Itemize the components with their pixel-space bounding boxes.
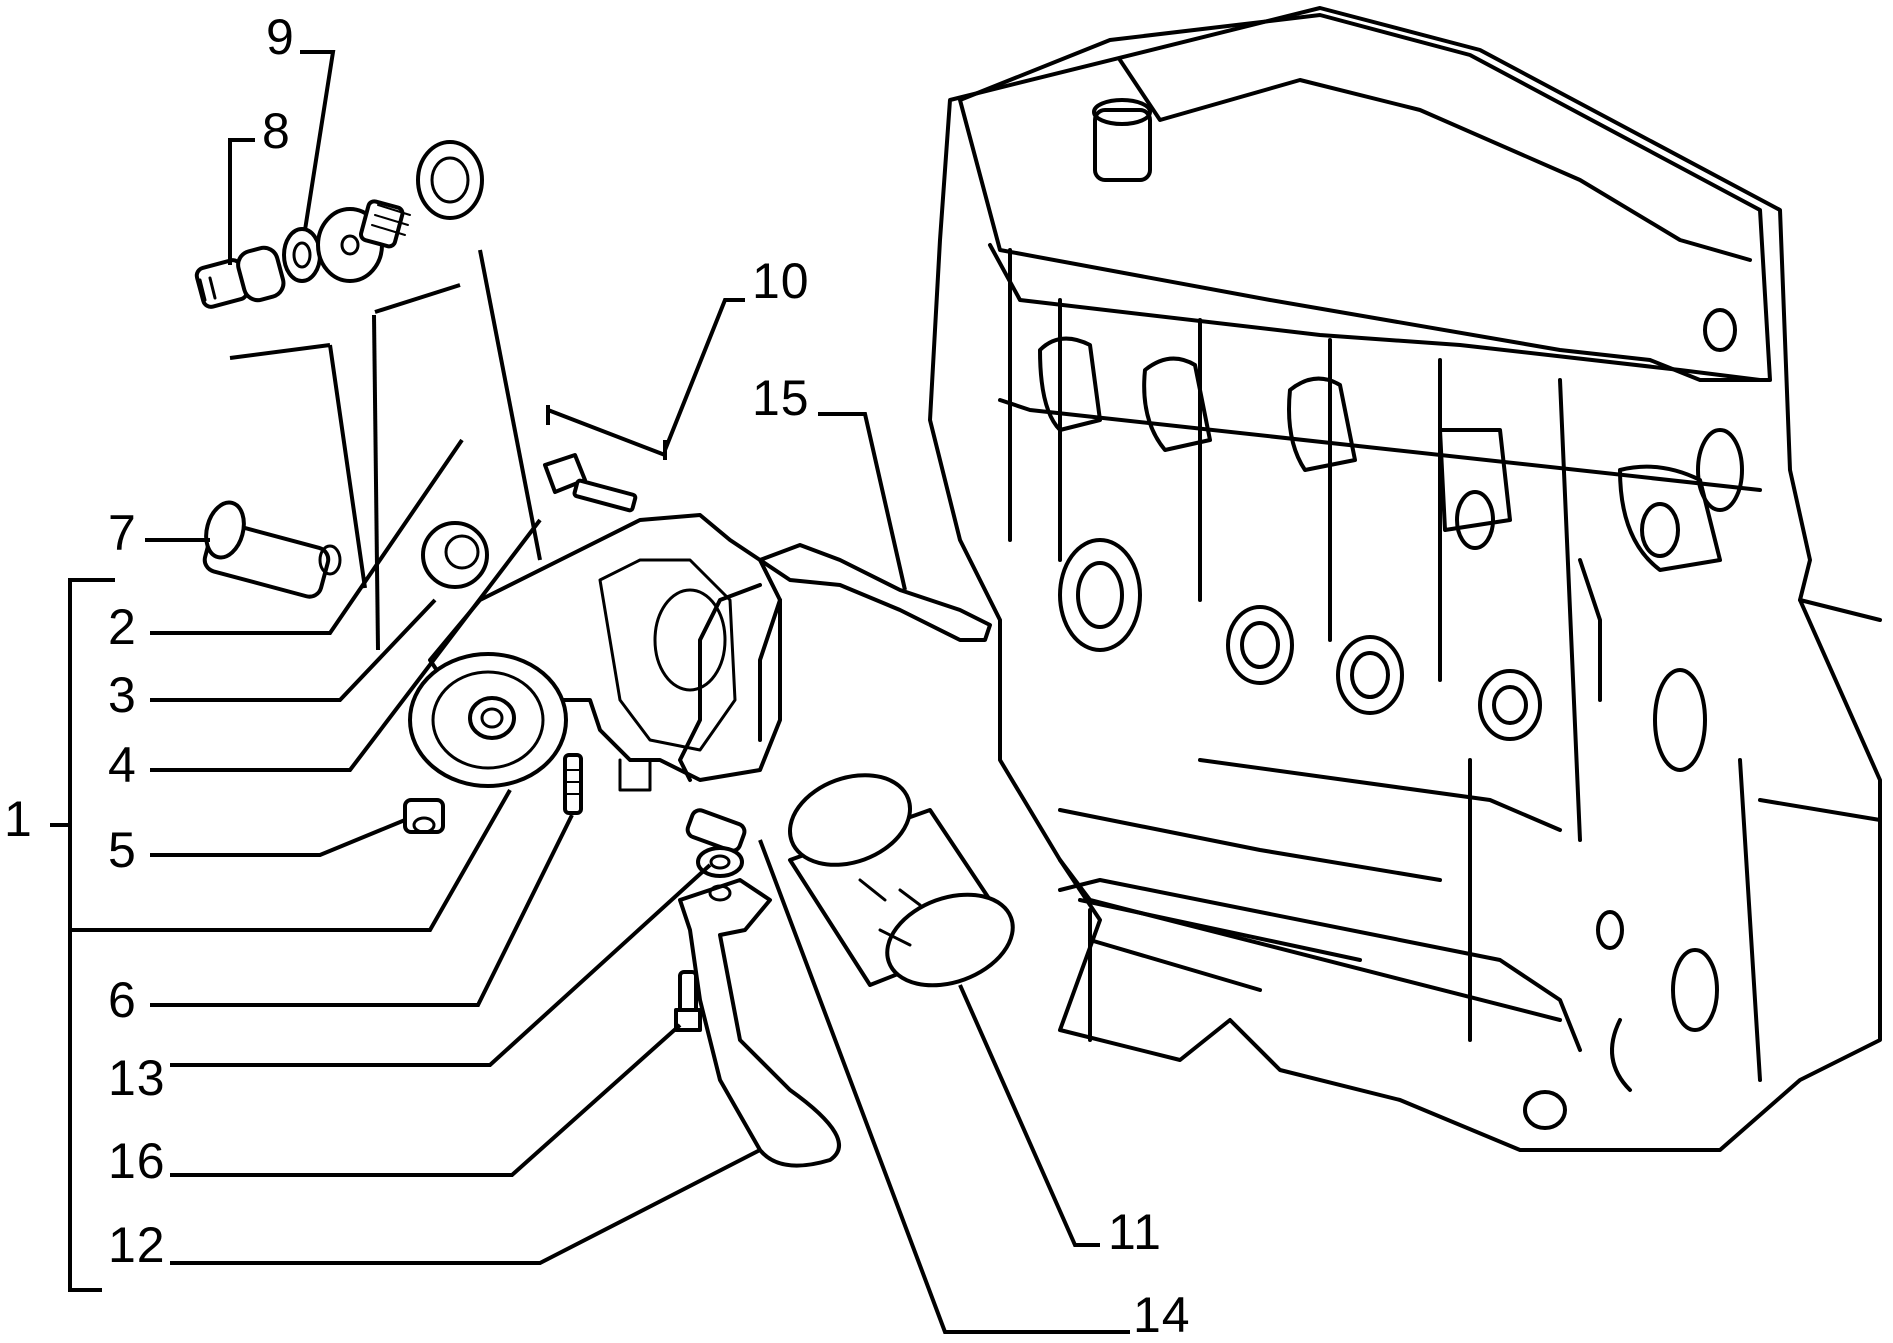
washer [696, 846, 744, 878]
oil-filter [787, 773, 1015, 988]
oil-seal-ring [416, 140, 484, 220]
callout-16: 16 [108, 1133, 166, 1189]
callout-15: 15 [752, 370, 810, 426]
callout-8: 8 [262, 103, 291, 159]
callout-9: 9 [266, 9, 295, 65]
screw [674, 970, 702, 1032]
shaft-seal [421, 521, 489, 589]
oil-strainer [678, 878, 841, 1168]
callout-11: 11 [1108, 1204, 1162, 1260]
callout-2: 2 [108, 599, 137, 655]
callout-14: 14 [1133, 1287, 1191, 1343]
sender-unit [202, 500, 342, 599]
sealing-washer [282, 227, 322, 283]
callout-1: 1 [4, 791, 33, 847]
stud [563, 753, 583, 815]
callout-6: 6 [108, 972, 137, 1028]
plug [403, 798, 445, 834]
leader-lines [50, 50, 1130, 1334]
callout-3: 3 [108, 667, 137, 723]
callout-13: 13 [108, 1050, 166, 1106]
filter-union [685, 808, 747, 853]
callout-4: 4 [108, 737, 137, 793]
pump-gasket [678, 543, 992, 782]
callout-12: 12 [108, 1217, 166, 1273]
callout-7: 7 [108, 505, 137, 561]
engine-block [928, 6, 1882, 1152]
bolt [543, 453, 638, 513]
pulley [408, 652, 568, 788]
adapter-union [316, 199, 411, 283]
callout-10: 10 [752, 253, 810, 309]
callout-5: 5 [108, 822, 137, 878]
oil-pressure-switch [194, 245, 286, 309]
